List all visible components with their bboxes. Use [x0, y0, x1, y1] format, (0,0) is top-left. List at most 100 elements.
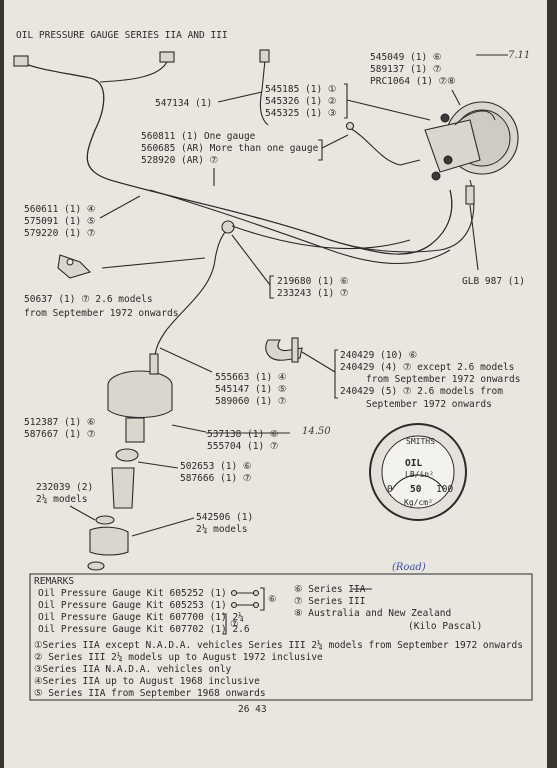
leader-bracket	[231, 234, 274, 299]
callout-line: 545185 (1) ①	[265, 84, 337, 95]
callout-line: 219680 (1) ⑥	[277, 276, 349, 287]
pipe-segment	[231, 225, 411, 250]
bracket-nut-1	[440, 113, 450, 123]
callout-537138: 537138 (1) ⑥ 555704 (1) ⑦	[171, 424, 290, 452]
kit-line: Oil Pressure Gauge Kit 605253 (1)	[38, 600, 227, 611]
ring-terminal	[345, 121, 355, 131]
clip-50637	[57, 254, 92, 279]
harness-wire	[149, 189, 451, 265]
gauge-face: SMITHS OIL LB/in² 0 50 100 Kg/cm²	[369, 423, 467, 521]
transmitter-body	[107, 385, 173, 418]
callout-line: 2¼ models	[36, 494, 87, 505]
note-line: ④Series IIA up to August 1968 inclusive	[34, 676, 260, 687]
kit-line: Oil Pressure Gauge Kit 607700 (1) 2¼	[38, 612, 244, 623]
washer-lower	[87, 561, 105, 571]
callout-line: 50637 (1) ⑦ 2.6 models	[24, 294, 153, 305]
callout-line: 512387 (1) ⑥	[24, 417, 96, 428]
leader-line	[159, 347, 213, 373]
clip-strip-240429	[265, 337, 303, 363]
screw-glb987	[465, 185, 475, 205]
leader-line	[99, 195, 141, 219]
harness-connector-left	[13, 55, 29, 67]
pipe-clip	[221, 220, 235, 234]
note-line: ⑤ Series IIA from September 1968 onwards	[34, 688, 266, 699]
callout-line: 537138 (1) ⑥	[207, 429, 279, 440]
transmitter-thread	[125, 417, 145, 443]
harness-connector-top	[159, 51, 175, 63]
washer-232039	[95, 515, 115, 525]
callout-line: 560811 (1) One gauge	[141, 131, 256, 142]
callout-line: PRC1064 (1) ⑦⑧	[370, 76, 456, 87]
callout-line: 555663 (1) ④	[215, 372, 287, 383]
callout-line: 232039 (2)	[36, 482, 93, 493]
leader-line	[131, 517, 195, 537]
remarks-box: REMARKS Oil Pressure Gauge Kit 605252 (1…	[29, 573, 533, 701]
gauge-label: OIL	[405, 458, 422, 469]
callout-line: 587667 (1) ⑦	[24, 429, 96, 440]
callout-line: 2¼ models	[196, 524, 247, 535]
harness-branch	[99, 59, 169, 83]
callout-line: from September 1972 onwards	[366, 374, 520, 385]
transmitter	[87, 353, 173, 571]
gauge-scale-50: 50	[410, 484, 422, 495]
transmitter-terminal	[149, 353, 159, 375]
connector-547134	[259, 49, 270, 63]
gauge-body	[424, 101, 519, 205]
kit-mark: ⑦	[230, 619, 239, 630]
callout-line: 528920 (AR) ⑦	[141, 155, 219, 166]
gauge-subunit: Kg/cm²	[404, 498, 433, 507]
callout-545049: 545049 (1) ⑥ 589137 (1) ⑦ PRC1064 (1) ⑦⑧	[370, 52, 461, 106]
callout-line: 589137 (1) ⑦	[370, 64, 442, 75]
wiring-harness	[13, 49, 475, 356]
leader-bracket	[301, 349, 338, 399]
handwritten-top-right: 7.11	[508, 50, 530, 61]
callout-line: 545049 (1) ⑥	[370, 52, 442, 63]
callout-line: 555704 (1) ⑦	[207, 441, 279, 452]
leader-bracket	[344, 83, 431, 121]
leader-line	[171, 424, 207, 433]
callout-line: 589060 (1) ⑦	[215, 396, 287, 407]
callout-547134: 547134 (1)	[155, 91, 263, 109]
callout-line: 560611 (1) ④	[24, 204, 96, 215]
legend-line: ⑧ Australia and New Zealand	[294, 608, 451, 619]
handwritten-bottom-note: (Road)	[392, 562, 426, 573]
callout-line: 240429 (4) ⑦ except 2.6 models	[340, 362, 514, 373]
connector-lead	[259, 59, 269, 126]
kit-bracket	[260, 587, 265, 611]
callout-line: GLB 987 (1)	[462, 276, 525, 287]
kit-pipe-icon	[230, 601, 260, 609]
kit-pipe-icon	[230, 589, 260, 597]
callout-line: 560685 (AR) More than one gauge	[141, 143, 319, 154]
callout-512387: 512387 (1) ⑥ 587667 (1) ⑦	[24, 417, 96, 440]
callout-560611: 560611 (1) ④ 575091 (1) ⑤ 579220 (1) ⑦	[24, 195, 141, 239]
clip-hole	[66, 258, 74, 266]
remarks-heading: REMARKS	[34, 576, 74, 587]
banjo-542506	[89, 526, 129, 556]
leader-line	[101, 257, 206, 269]
callout-545185: 545185 (1) ① 545326 (1) ② 545325 (1) ③	[265, 83, 431, 121]
callout-line: 587666 (1) ⑦	[180, 473, 252, 484]
callout-line: 233243 (1) ⑦	[277, 288, 349, 299]
clip-tab	[291, 337, 299, 363]
callout-502653: 502653 (1) ⑥ 587666 (1) ⑦	[137, 461, 252, 484]
page-number: 26 43	[238, 704, 267, 715]
gauge-dial	[381, 435, 455, 509]
gauge-lead	[454, 110, 496, 126]
callout-240429: 240429 (10) ⑥ 240429 (4) ⑦ except 2.6 mo…	[301, 349, 520, 410]
gauge-brand: SMITHS	[406, 437, 435, 446]
callout-line: 502653 (1) ⑥	[180, 461, 252, 472]
legend-line: (Kilo Pascal)	[408, 621, 482, 632]
kit-mark: ⑥	[268, 594, 277, 605]
note-line: ② Series III 2¼ models up to August 1972…	[34, 652, 323, 663]
callout-line: 240429 (10) ⑥	[340, 350, 418, 361]
callout-219680: 219680 (1) ⑥ 233243 (1) ⑦	[231, 234, 349, 299]
gauge-scale-0: 0	[387, 484, 393, 495]
oil-pipe	[154, 225, 233, 356]
legend-line: ⑦ Series III	[294, 596, 365, 607]
leader-line	[137, 461, 179, 469]
earth-wire	[349, 127, 421, 166]
leader-line	[451, 89, 461, 106]
remarks-border	[29, 573, 533, 701]
leader-bracket	[213, 134, 349, 186]
